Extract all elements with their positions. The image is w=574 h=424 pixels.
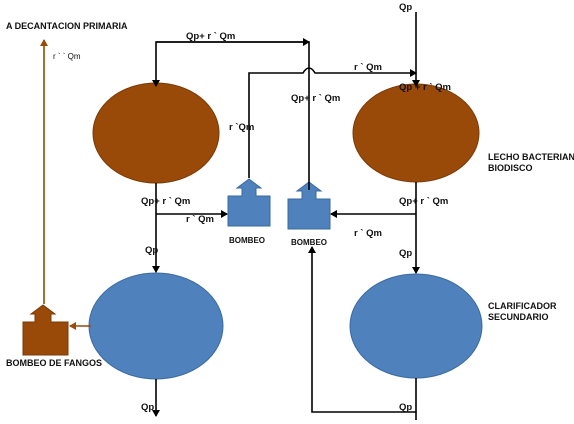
sludge-pump-label: BOMBEO DE FANGOS	[6, 358, 102, 368]
flow-riser-right: Qp+ r ` Qm	[291, 93, 340, 104]
flow-top-line: Qp+ r ` Qm	[186, 31, 235, 42]
pump-left-label: BOMBEO	[229, 236, 265, 245]
clarificador-label-2: SECUNDARIO	[488, 312, 549, 322]
flow-cross-line: r ` Qm	[354, 62, 382, 73]
clarificador-label-1: CLARIFICADOR	[488, 301, 557, 311]
decantacion-label: A DECANTACION PRIMARIA	[6, 21, 128, 31]
clarificador-tank	[349, 273, 483, 379]
flow-riser-left: r `Qm	[229, 122, 254, 133]
flow-out-left-tank: Qp+ r ` Qm	[141, 196, 190, 207]
flow-to-pump-right: r ` Qm	[354, 228, 382, 239]
flow-qp-top: Qp	[399, 2, 412, 13]
pump-right-icon	[287, 181, 331, 230]
lecho-bacteriano-tank	[352, 83, 480, 183]
cross-recirc-line	[248, 67, 417, 178]
flow-to-pump-left: r ` Qm	[186, 214, 214, 225]
pump-left-icon	[227, 178, 271, 227]
flow-into-lecho: Qp + r ` Qm	[399, 82, 451, 93]
pump-right-label: BOMBEO	[291, 238, 327, 247]
lecho-label-2: BIODISCO	[488, 163, 533, 173]
recirc-fangos-label: r ` ` Qm	[53, 52, 81, 61]
flow-out-lecho: Qp+ r ` Qm	[399, 196, 448, 207]
left-settling-tank	[88, 272, 224, 380]
flow-qp-bottom-left: Qp	[141, 402, 154, 413]
flow-qp-left-down: Qp	[145, 245, 158, 256]
primary-reactor-tank	[92, 82, 220, 184]
flow-qp-bottom-right: Qp	[399, 402, 412, 413]
lecho-label-1: LECHO BACTERIANO	[488, 152, 574, 162]
flow-qp-right-down: Qp	[399, 248, 412, 259]
clarifier-recirc-line	[308, 246, 417, 413]
sludge-pump-icon	[22, 304, 69, 356]
